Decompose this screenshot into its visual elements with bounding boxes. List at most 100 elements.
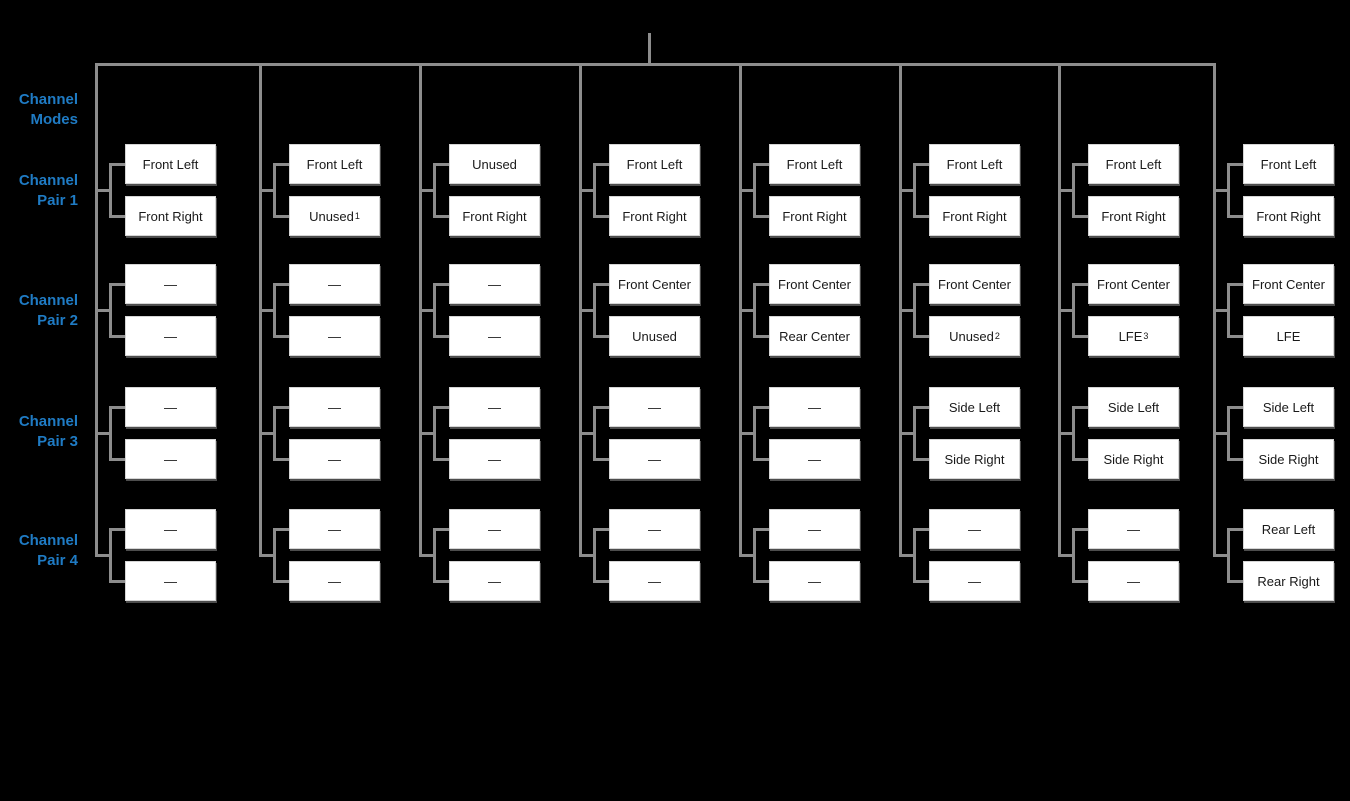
channel-box: Front Right	[929, 196, 1020, 236]
pair-bracket-line	[753, 406, 756, 461]
pair-center-stub	[419, 554, 436, 557]
channel-box-label: LFE	[1118, 328, 1143, 344]
pair-center-stub	[899, 309, 916, 312]
pair-bracket-line	[593, 528, 596, 583]
box-stub-line	[433, 580, 449, 583]
channel-box-label: Side Right	[944, 451, 1005, 467]
pair-center-stub	[419, 189, 436, 192]
channel-box: Front Right	[1088, 196, 1179, 236]
box-stub-line	[109, 406, 125, 409]
box-stub-line	[109, 528, 125, 531]
box-stub-line	[753, 458, 769, 461]
channel-box-label: Side Left	[1262, 399, 1315, 415]
row-label-line: Pair 1	[37, 192, 78, 209]
channel-box: —	[929, 561, 1020, 601]
channel-box: Front Left	[929, 144, 1020, 184]
box-stub-line	[273, 335, 289, 338]
pair-center-stub	[419, 432, 436, 435]
channel-box: Front Left	[769, 144, 860, 184]
tree-root-line	[648, 33, 651, 63]
channel-box-label: Front Right	[622, 208, 687, 224]
pair-bracket-line	[109, 283, 112, 338]
channel-box: —	[929, 509, 1020, 549]
box-stub-line	[273, 283, 289, 286]
channel-box-label: Front Right	[942, 208, 1007, 224]
box-stub-line	[1227, 458, 1243, 461]
pair-bracket-line	[1227, 283, 1230, 338]
pair-center-stub	[419, 309, 436, 312]
channel-box: Front Center	[1243, 264, 1334, 304]
box-stub-line	[433, 528, 449, 531]
channel-box: —	[449, 264, 540, 304]
box-stub-line	[1072, 406, 1088, 409]
pair-center-stub	[1058, 189, 1075, 192]
box-stub-line	[273, 163, 289, 166]
box-stub-line	[913, 163, 929, 166]
channel-box-label: —	[648, 399, 661, 415]
channel-box: —	[449, 316, 540, 356]
channel-box: —	[289, 264, 380, 304]
row-label-line: Channel	[18, 172, 78, 189]
box-stub-line	[1227, 406, 1243, 409]
row-label-line: Pair 4	[37, 552, 78, 569]
box-stub-line	[593, 580, 609, 583]
box-stub-line	[433, 163, 449, 166]
pair-bracket-line	[433, 283, 436, 338]
pair-center-stub	[899, 432, 916, 435]
channel-box: —	[449, 509, 540, 549]
channel-box-label: —	[164, 328, 177, 344]
pair-center-stub	[739, 189, 756, 192]
pair-center-stub	[579, 189, 596, 192]
channel-box: Rear Left	[1243, 509, 1334, 549]
channel-box-label: Unused	[309, 208, 354, 224]
channel-box: Side Right	[1243, 439, 1334, 479]
box-stub-line	[273, 528, 289, 531]
pair-center-stub	[1058, 432, 1075, 435]
channel-box-label: Unused	[472, 156, 517, 172]
box-stub-line	[913, 215, 929, 218]
channel-box-label: LFE	[1276, 328, 1301, 344]
channel-box-label: —	[808, 451, 821, 467]
box-stub-line	[593, 215, 609, 218]
channel-box-label: Side Left	[1107, 399, 1160, 415]
box-stub-line	[1072, 580, 1088, 583]
pair-bracket-line	[273, 406, 276, 461]
box-stub-line	[109, 580, 125, 583]
pair-bracket-line	[913, 406, 916, 461]
channel-box-label: —	[488, 573, 501, 589]
channel-box-label: —	[328, 573, 341, 589]
box-stub-line	[433, 458, 449, 461]
box-stub-line	[913, 283, 929, 286]
channel-box-label: Side Right	[1103, 451, 1164, 467]
channel-box: —	[449, 439, 540, 479]
channel-box: Front Center	[769, 264, 860, 304]
box-stub-line	[593, 528, 609, 531]
channel-box: Side Left	[1243, 387, 1334, 427]
channel-box: Front Left	[125, 144, 216, 184]
pair-center-stub	[1213, 189, 1230, 192]
pair-center-stub	[259, 432, 276, 435]
channel-box: Side Left	[929, 387, 1020, 427]
box-stub-line	[433, 335, 449, 338]
box-stub-line	[109, 335, 125, 338]
box-stub-line	[109, 215, 125, 218]
channel-box-label: Front Left	[306, 156, 363, 172]
pair-bracket-line	[273, 163, 276, 218]
channel-box-label: Unused	[949, 328, 994, 344]
channel-box-label: —	[488, 521, 501, 537]
box-stub-line	[593, 283, 609, 286]
row-label-line: Channel	[18, 292, 78, 309]
channel-box-label: —	[808, 521, 821, 537]
channel-box-label: —	[968, 521, 981, 537]
box-stub-line	[433, 406, 449, 409]
channel-box-label: —	[488, 451, 501, 467]
channel-box: Front Left	[1243, 144, 1334, 184]
box-stub-line	[913, 528, 929, 531]
channel-box-label: Front Center	[1252, 276, 1325, 292]
pair-center-stub	[259, 309, 276, 312]
channel-box: —	[449, 387, 540, 427]
channel-box-label: —	[164, 451, 177, 467]
channel-box: Rear Center	[769, 316, 860, 356]
